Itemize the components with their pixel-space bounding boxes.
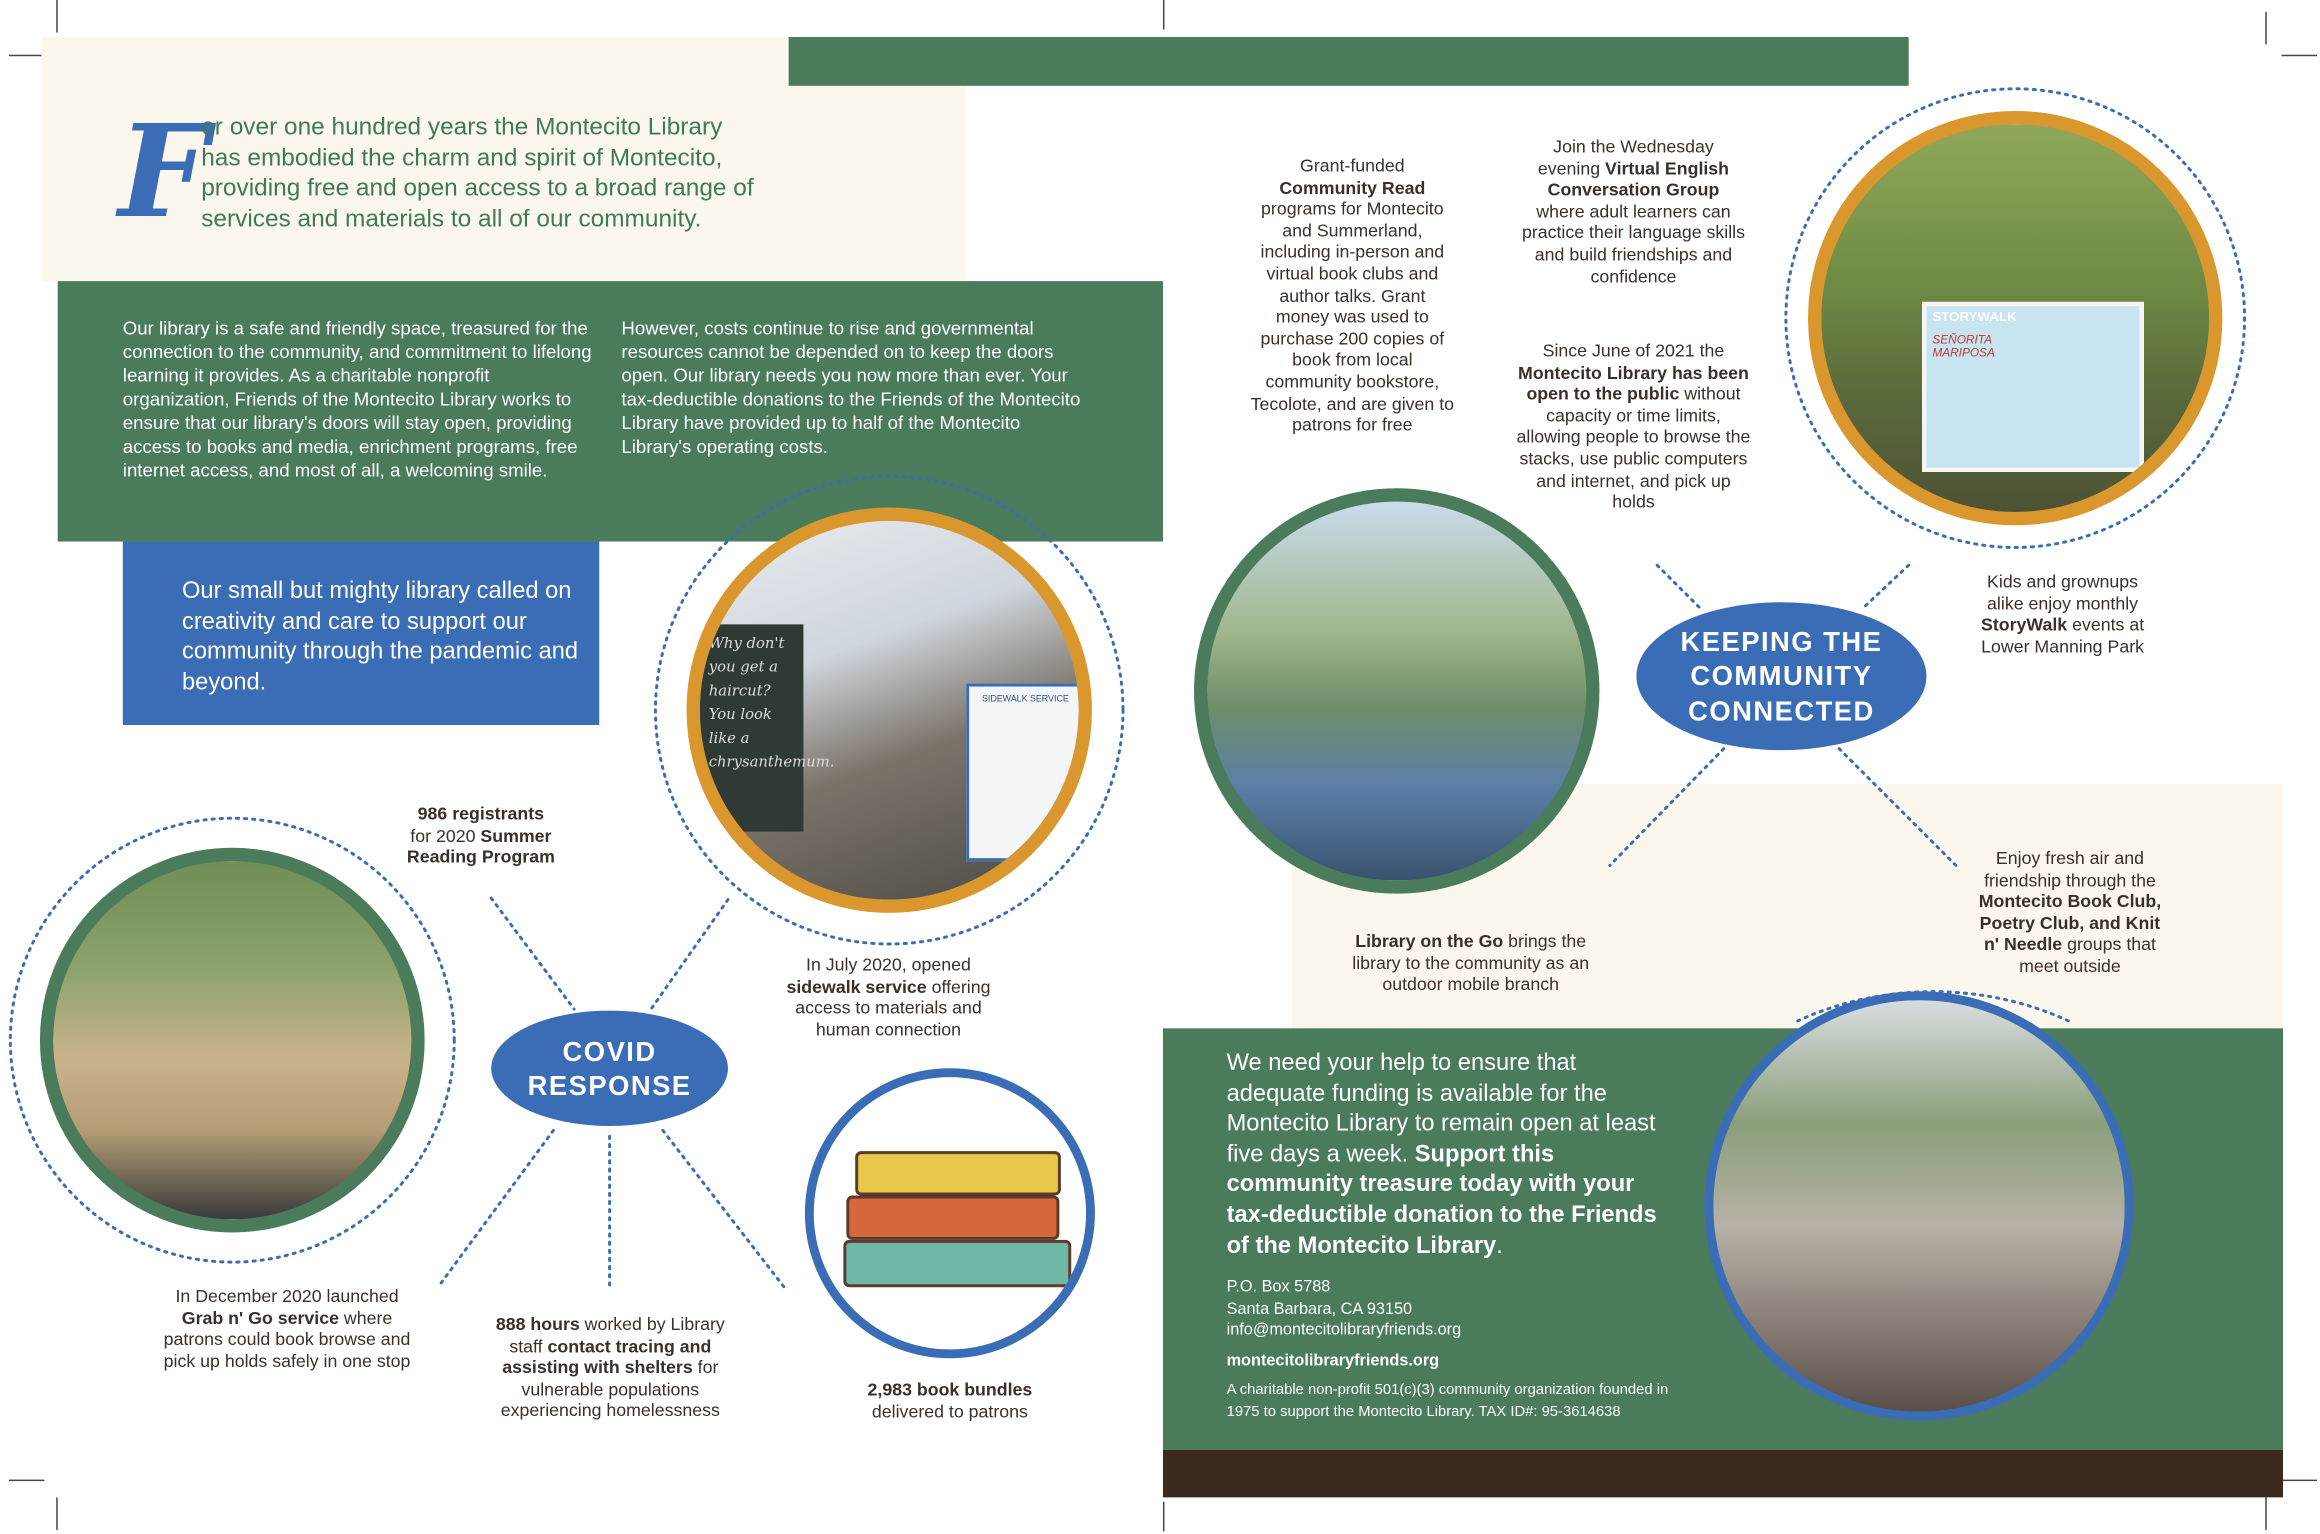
sidewalk-service-sign: SIDEWALK SERVICE — [966, 683, 1079, 862]
caption-text: worked by Library staff — [509, 1313, 725, 1357]
caption-bold: contact tracing and assisting with shelt… — [502, 1335, 712, 1378]
library-open-caption: Since June of 2021 the Montecito Library… — [1515, 340, 1752, 513]
bottom-brown-bar — [1162, 1450, 2284, 1498]
website-link[interactable]: montecitolibraryfriends.org — [1226, 1351, 1440, 1370]
storywalk-photo: STORYWALK SEÑORITA MARIPOSA — [1808, 110, 2223, 526]
nonprofit-footnote: A charitable non-profit 501(c)(3) commun… — [1226, 1381, 1669, 1420]
esl-caption: Join the Wednesday evening Virtual Engli… — [1521, 136, 1746, 287]
caption-bold: 888 hours — [495, 1313, 580, 1335]
caption-text: brings the library to the community as a… — [1352, 930, 1590, 995]
address-line-2: Santa Barbara, CA 93150 — [1226, 1299, 1413, 1318]
address-line-1: P.O. Box 5788 — [1226, 1278, 1331, 1297]
caption-text: delivered to patrons — [871, 1400, 1028, 1422]
caption-text: programs for Montecito and Summerland, i… — [1250, 198, 1455, 436]
community-title-2: COMMUNITY — [1690, 660, 1873, 692]
ring — [1784, 87, 2247, 549]
crop-mark — [8, 1479, 45, 1482]
book-icon — [846, 1195, 1060, 1240]
drop-cap: F — [118, 97, 209, 248]
caption-bold: 986 registrants — [417, 803, 545, 825]
book-bundles-illustration — [804, 1068, 1095, 1359]
library-on-the-go-photo — [1194, 488, 1600, 894]
caption-text: Enjoy fresh air and friendship through t… — [1984, 847, 2156, 891]
crop-mark — [1162, 0, 1165, 30]
about-panel: Our library is a safe and friendly space… — [57, 281, 1163, 542]
appeal-end: . — [1496, 1233, 1503, 1259]
ring — [8, 816, 456, 1264]
appeal-text: We need your help to ensure that adequat… — [1226, 1050, 1656, 1168]
caption-text: where patrons could book browse and pick… — [163, 1307, 411, 1372]
caption-text: without capacity or time limits, allowin… — [1516, 383, 1751, 513]
crop-mark — [1162, 1501, 1165, 1532]
caption-text: events at Lower Manning Park — [1981, 614, 2145, 657]
appeal-bold: Support this community treasure today wi… — [1226, 1141, 1657, 1259]
book-icon — [843, 1239, 1072, 1288]
caption-bold: Grab n' Go service — [181, 1307, 339, 1329]
caption-text: for 2020 — [410, 825, 481, 846]
chalkboard-sign: Why don't you get a haircut? You look li… — [699, 624, 834, 832]
caption-bold: StoryWalk — [1980, 614, 2068, 636]
book-club-photo-front — [1704, 991, 2134, 1421]
storywalk-caption: Kids and grownups alike enjoy monthly St… — [1968, 571, 2157, 657]
caption-text: In December 2020 launched — [175, 1285, 399, 1307]
donate-appeal: We need your help to ensure that adequat… — [1227, 1049, 1678, 1262]
caption-bold: Montecito Library has been open to the p… — [1518, 361, 1749, 405]
sidewalk-service-photo: Why don't you get a haircut? You look li… — [686, 507, 1092, 913]
email-link[interactable]: info@montecitolibraryfriends.org — [1226, 1321, 1462, 1340]
caption-bold: Montecito Book Club, Poetry Club, and Kn… — [1978, 890, 2162, 955]
storywalk-sign-label: STORYWALK — [1932, 309, 2017, 325]
crop-mark — [8, 54, 45, 57]
community-title-1: KEEPING THE — [1680, 625, 1883, 657]
caption-bold: Library on the Go — [1355, 930, 1504, 952]
ring — [653, 474, 1125, 946]
community-title-3: CONNECTED — [1688, 695, 1875, 727]
caption-text: groups that meet outside — [2019, 934, 2156, 977]
caption-text: Join the Wednesday evening — [1537, 136, 1714, 179]
caption-text: offering access to materials and human c… — [795, 975, 991, 1040]
book-icon — [855, 1151, 1061, 1196]
top-green-bar — [788, 36, 1909, 86]
caption-bold: Summer Reading Program — [406, 825, 555, 868]
caption-text: for vulnerable populations experiencing … — [500, 1357, 720, 1421]
caption-bold: sidewalk service — [786, 975, 927, 997]
about-column-1: Our library is a safe and friendly space… — [122, 318, 592, 481]
caption-text: Kids and grownups alike enjoy monthly — [1987, 571, 2139, 614]
caption-bold: Virtual English Conversation Group — [1547, 157, 1730, 201]
grab-n-go-photo — [39, 847, 425, 1233]
crop-mark — [56, 1497, 58, 1530]
sidewalk-caption: In July 2020, opened sidewalk service of… — [781, 954, 996, 1040]
intro-text: or over one hundred years the Montecito … — [201, 113, 754, 232]
crop-mark — [2281, 1479, 2318, 1482]
contact-tracing-caption: 888 hours worked by Library staff contac… — [488, 1314, 732, 1422]
caption-bold: 2,983 book bundles — [867, 1378, 1033, 1400]
crop-mark — [56, 0, 58, 33]
caption-text: where adult learners can practice their … — [1521, 200, 1746, 287]
covid-title-1: COVID — [562, 1035, 657, 1067]
covid-title-2: RESPONSE — [527, 1069, 692, 1101]
caption-text: Grant-funded — [1300, 155, 1405, 177]
caption-text: Since June of 2021 the — [1542, 340, 1725, 362]
crop-mark — [2281, 54, 2318, 57]
book-title: SEÑORITA MARIPOSA — [1932, 332, 1995, 360]
contact-info: P.O. Box 5788 Santa Barbara, CA 93150 in… — [1227, 1277, 1700, 1423]
caption-text: In July 2020, opened — [806, 954, 971, 976]
callout-box: Our small but mighty library called on c… — [122, 541, 600, 726]
callout-text: Our small but mighty library called on c… — [181, 578, 579, 696]
caption-bold: Community Read — [1279, 176, 1426, 198]
crop-mark — [2265, 11, 2267, 45]
storywalk-sign: STORYWALK SEÑORITA MARIPOSA — [1922, 301, 2144, 472]
grab-n-go-caption: In December 2020 launched Grab n' Go ser… — [152, 1286, 421, 1372]
library-on-the-go-caption: Library on the Go brings the library to … — [1349, 931, 1592, 996]
crop-mark — [2265, 1497, 2267, 1530]
about-column-2: However, costs continue to rise and gove… — [621, 318, 1081, 458]
book-club-caption: Enjoy fresh air and friendship through t… — [1972, 848, 2167, 978]
